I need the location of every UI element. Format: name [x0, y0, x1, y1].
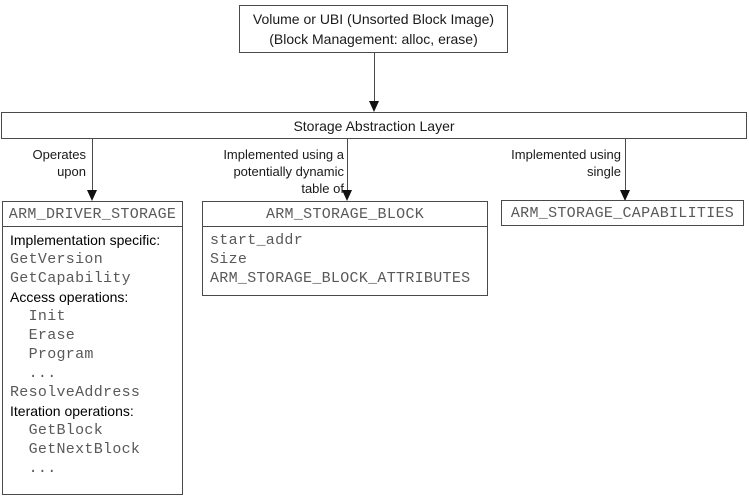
arrow-down-icon	[369, 101, 379, 112]
box-body-line: Iteration operations:	[10, 403, 134, 419]
box-body-line: start_addr	[210, 232, 304, 249]
arm-storage-capabilities-header: ARM_STORAGE_CAPABILITIES	[510, 205, 735, 222]
box-body-line: Access operations:	[10, 289, 129, 305]
box-body-line: ...	[10, 365, 57, 382]
storage-abstraction-layer-title: Storage Abstraction Layer	[293, 117, 455, 134]
box-body-line: Init	[10, 308, 66, 325]
box-body-line: Size	[210, 251, 248, 268]
implemented-single-label: Implemented using single	[511, 147, 621, 179]
volume-ubi-line1: Volume or UBI (Unsorted Block Image)	[252, 11, 495, 27]
operates-upon-label: Operates upon	[32, 147, 86, 179]
volume-ubi-box: Volume or UBI (Unsorted Block Image) (Bl…	[239, 5, 508, 53]
box-body-line: GetNextBlock	[10, 441, 141, 458]
arm-storage-block-header: ARM_STORAGE_BLOCK	[203, 202, 487, 227]
arm-driver-storage-header: ARM_DRIVER_STORAGE	[3, 202, 182, 227]
arrow-down-icon	[620, 190, 630, 201]
box-body-line: Program	[10, 346, 94, 363]
box-body-line: Implementation specific:	[10, 232, 161, 248]
arm-driver-storage-box: ARM_DRIVER_STORAGE Implementation specif…	[2, 201, 183, 495]
storage-abstraction-layer-box: Storage Abstraction Layer	[1, 112, 747, 139]
arrow-volume-to-layer-line	[374, 53, 375, 101]
box-body-line: Erase	[10, 327, 76, 344]
volume-ubi-line2: (Block Management: alloc, erase)	[269, 31, 478, 47]
arm-storage-capabilities-box: ARM_STORAGE_CAPABILITIES	[501, 200, 744, 226]
implemented-table-label: Implemented using a potentially dynamic …	[223, 147, 344, 196]
box-body-line: GetVersion	[10, 251, 104, 268]
arrow-down-icon	[87, 190, 97, 201]
box-body-line: GetCapability	[10, 270, 131, 287]
box-body-line: ARM_STORAGE_BLOCK_ATTRIBUTES	[210, 270, 471, 287]
arrow-layer-to-capabilities-line	[625, 139, 626, 190]
box-body-line: ...	[10, 460, 57, 477]
box-body-line: ResolveAddress	[10, 384, 141, 401]
arrow-layer-to-storage-block-line	[347, 139, 348, 190]
arrow-down-icon	[342, 190, 352, 201]
arrow-layer-to-driver-storage-line	[92, 139, 93, 190]
box-body-line: GetBlock	[10, 422, 104, 439]
